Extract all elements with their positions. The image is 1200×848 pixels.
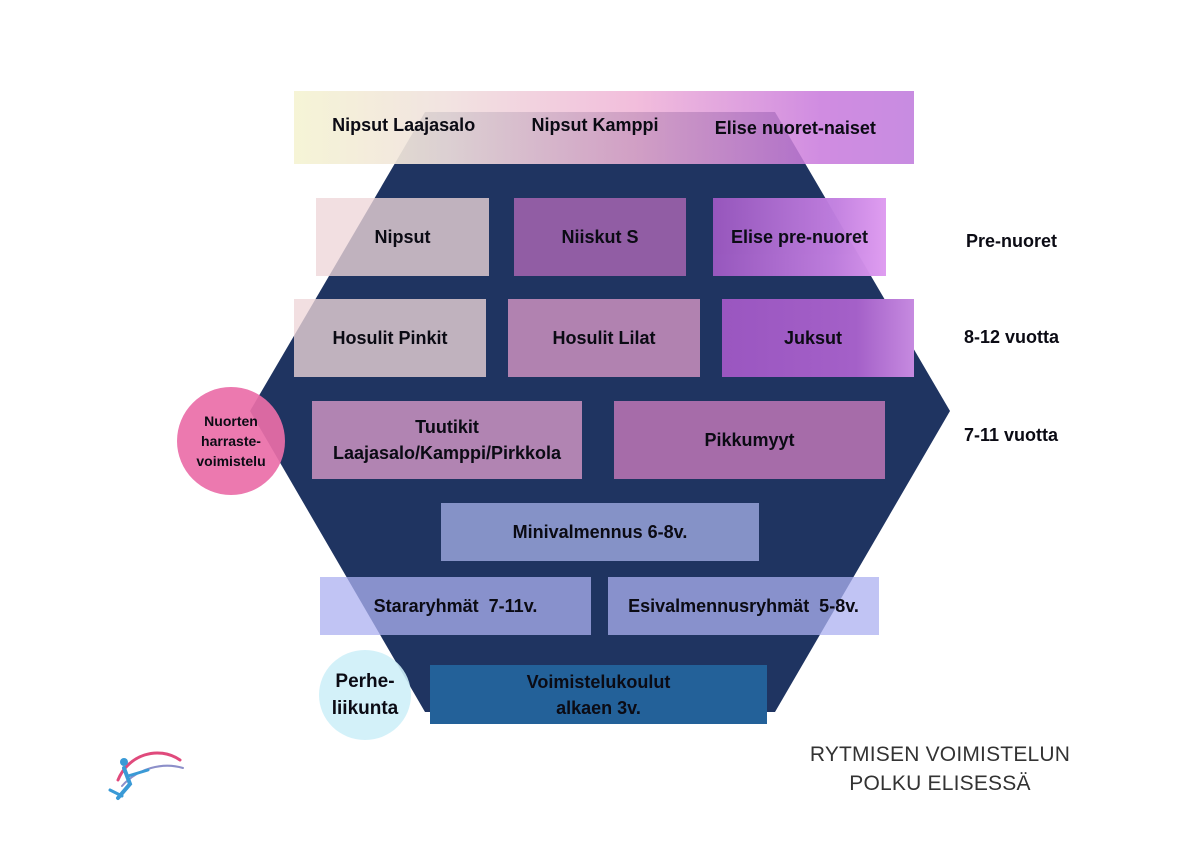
top-row-nipsut-kamppi: Nipsut Kamppi — [531, 114, 659, 135]
group-hosulit-pinkit-label: Hosulit Pinkit — [332, 328, 448, 348]
group-voimistelukoulut-title: Voimistelukoulut — [526, 671, 671, 692]
label-8-12-vuotta: 8-12 vuotta — [964, 327, 1060, 347]
label-7-11-vuotta: 7-11 vuotta — [964, 425, 1059, 445]
group-juksut: Juksut — [722, 299, 914, 377]
group-minivalmennus: Minivalmennus 6-8v. — [441, 503, 759, 561]
harraste-line2: harraste- — [201, 433, 261, 449]
group-esivalmennusryhmat-label: Esivalmennusryhmät 5-8v. — [628, 596, 859, 616]
group-elise-pre-nuoret: Elise pre-nuoret — [713, 198, 886, 276]
elise-gymnastics-logo — [108, 751, 184, 800]
group-nipsut: Nipsut — [316, 198, 489, 276]
circle-perheliikunta: Perhe- liikunta — [319, 650, 411, 740]
group-hosulit-lilat-label: Hosulit Lilat — [552, 328, 656, 348]
group-niiskut-s: Niiskut S — [514, 198, 686, 276]
group-stararyhmat-label: Stararyhmät 7-11v. — [373, 596, 538, 616]
group-juksut-label: Juksut — [783, 328, 843, 348]
group-niiskut-s-label: Niiskut S — [561, 227, 639, 247]
top-row-elise-nuoret-naiset: Elise nuoret-naiset — [714, 117, 876, 138]
group-hosulit-pinkit: Hosulit Pinkit — [294, 299, 486, 377]
caption-line1: RYTMISEN VOIMISTELUN — [809, 743, 1071, 766]
group-tuutikit-locations: Laajasalo/Kamppi/Pirkkola — [332, 443, 562, 463]
group-pikkumyyt-label: Pikkumyyt — [704, 430, 795, 450]
group-minivalmennus-label: Minivalmennus 6-8v. — [512, 522, 688, 542]
group-tuutikit: Tuutikit Laajasalo/Kamppi/Pirkkola — [312, 401, 582, 479]
diagram-caption: RYTMISEN VOIMISTELUN POLKU ELISESSÄ — [800, 740, 1080, 798]
group-elise-pre-nuoret-label: Elise pre-nuoret — [730, 227, 869, 247]
perhe-line2: liikunta — [331, 698, 399, 719]
group-hosulit-lilat: Hosulit Lilat — [508, 299, 700, 377]
group-nipsut-label: Nipsut — [374, 227, 431, 247]
group-pikkumyyt: Pikkumyyt — [614, 401, 885, 479]
top-row-box: Nipsut Laajasalo Nipsut Kamppi Elise nuo… — [294, 91, 914, 164]
label-pre-nuoret: Pre-nuoret — [966, 231, 1058, 251]
caption-line2: POLKU ELISESSÄ — [849, 772, 1031, 795]
circle-nuorten-harrastevoimistelu: Nuorten harraste- voimistelu — [177, 387, 285, 495]
harraste-line1: Nuorten — [204, 413, 258, 429]
group-esivalmennusryhmat: Esivalmennusryhmät 5-8v. — [608, 577, 879, 635]
group-stararyhmat: Stararyhmät 7-11v. — [320, 577, 591, 635]
group-tuutikit-title: Tuutikit — [415, 417, 479, 437]
perhe-line1: Perhe- — [335, 671, 395, 692]
group-voimistelukoulut-age: alkaen 3v. — [556, 697, 641, 718]
harraste-line3: voimistelu — [196, 453, 266, 469]
group-voimistelukoulut: Voimistelukoulut alkaen 3v. — [430, 665, 767, 724]
top-row-nipsut-laajasalo: Nipsut Laajasalo — [332, 114, 476, 135]
